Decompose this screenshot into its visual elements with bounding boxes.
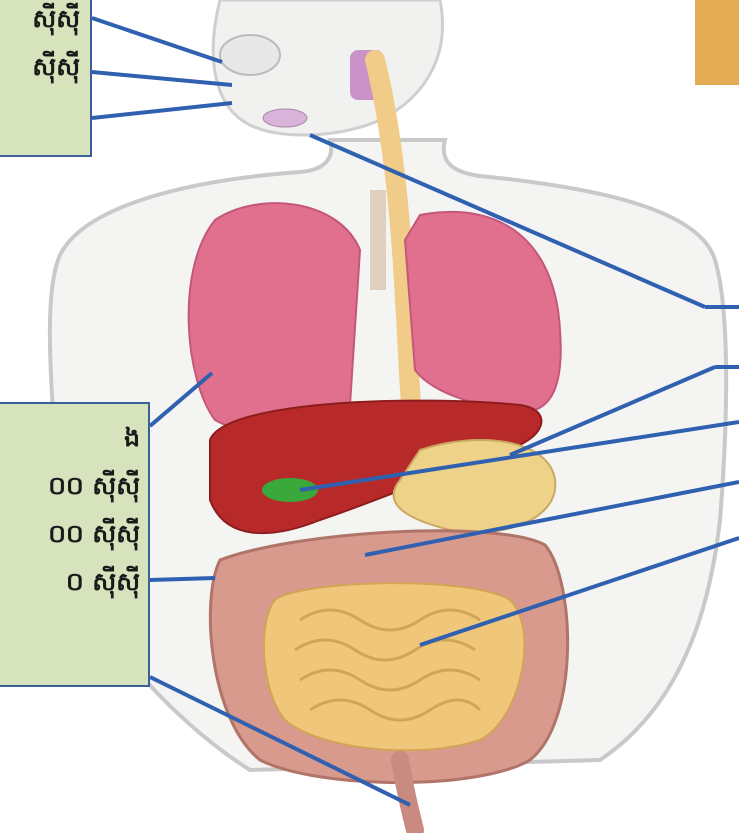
label-mid-1: ង [0, 414, 148, 462]
label-top-2: ស៊ីស៊ី [0, 43, 90, 91]
leader-line-1 [92, 18, 222, 62]
right-lung [189, 203, 360, 431]
leader-line-2 [92, 72, 232, 85]
corner-tab [695, 0, 739, 85]
nasal-cavity [220, 35, 280, 75]
label-mid-3: ០០ ស៊ីស៊ី [0, 510, 148, 558]
tongue [263, 109, 307, 127]
label-mid-4: ០ ស៊ីស៊ី [0, 558, 148, 606]
leader-line-10 [150, 578, 215, 580]
label-box-middle: ង ០០ ស៊ីស៊ី ០០ ស៊ីស៊ី ០ ស៊ីស៊ី [0, 402, 150, 687]
small-intestine [264, 583, 525, 750]
label-mid-2: ០០ ស៊ីស៊ី [0, 462, 148, 510]
leader-line-3 [92, 103, 232, 118]
label-top-1: ស៊ីស៊ី [0, 0, 90, 43]
label-box-top: ស៊ីស៊ី ស៊ីស៊ី [0, 0, 92, 157]
